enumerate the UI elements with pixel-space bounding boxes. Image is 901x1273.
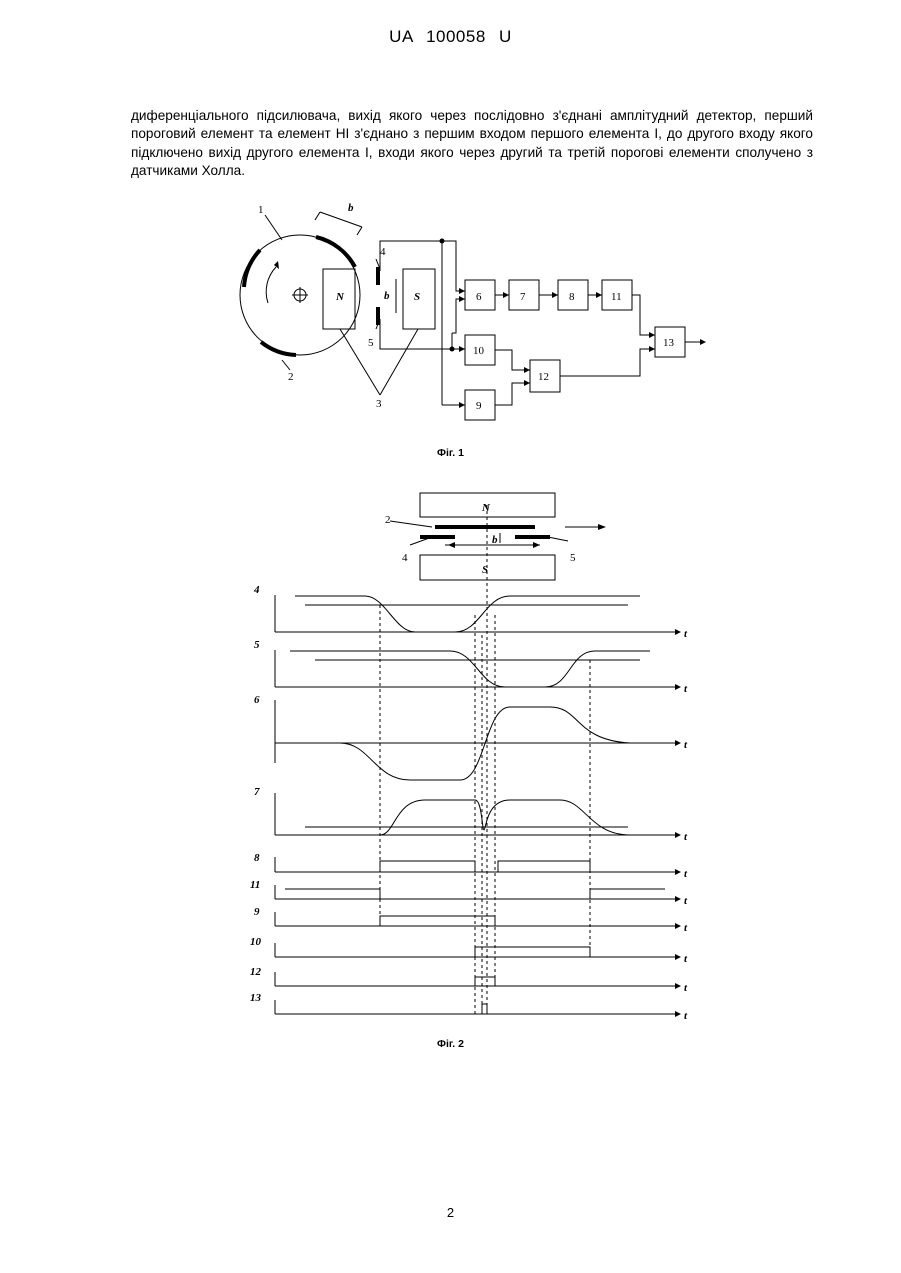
fig2-label-s: S [482,564,488,576]
axis-t: t [684,922,688,934]
figure-1-caption: Фіг. 1 [0,447,901,459]
axis-t: t [684,683,688,695]
disc-segment [316,237,355,267]
trace-label-7: 7 [254,786,260,798]
disc-segment [244,250,260,287]
label-4: 4 [380,246,386,258]
block-11: 11 [611,291,622,303]
fig2-label-n: N [481,502,491,514]
trace-label-8: 8 [254,852,260,864]
axis-t: t [684,831,688,843]
axis-t: t [684,953,688,965]
label-2: 2 [288,371,294,383]
trace-label-10: 10 [250,936,262,948]
label-b-top: b [348,202,354,214]
trace-label-4: 4 [253,584,260,596]
trace-label-6: 6 [254,694,260,706]
fig2-label-b: b [492,534,498,546]
trace-label-5: 5 [254,639,260,651]
body-paragraph: диференціального підсилювача, вихід яког… [131,107,813,181]
fig2-label-2: 2 [385,514,391,526]
axis-t: t [684,895,688,907]
label-1: 1 [258,204,264,216]
figure-1-diagram: 1 2 3 4 5 b b N S 6 7 8 11 10 9 12 13 [230,195,710,425]
figure-2-caption: Фіг. 2 [0,1038,901,1050]
block-13: 13 [663,337,675,349]
axis-t: t [684,1010,688,1022]
label-b-side: b [384,290,390,302]
trace-label-11: 11 [250,879,260,891]
document-header: UA 100058 U [0,27,901,47]
block-6: 6 [476,291,482,303]
block-10: 10 [473,345,485,357]
axis-t: t [684,982,688,994]
axis-t: t [684,868,688,880]
label-3: 3 [376,398,382,410]
axis-t: t [684,628,688,640]
figure-2-timing-diagram: N S 2 4 5 b 4 5 6 7 8 11 9 10 12 13 t t … [250,485,700,1025]
trace-label-12: 12 [250,966,262,978]
block-7: 7 [520,291,526,303]
block-8: 8 [569,291,575,303]
label-s: S [414,291,420,303]
trace-label-13: 13 [250,992,262,1004]
fig2-label-5: 5 [570,552,576,564]
block-12: 12 [538,371,549,383]
disc-segment [261,342,296,355]
label-n: N [335,291,345,303]
page-number: 2 [0,1205,901,1220]
block-9: 9 [476,400,482,412]
label-5: 5 [368,337,374,349]
axis-t: t [684,739,688,751]
fig2-label-4: 4 [402,552,408,564]
trace-label-9: 9 [254,906,260,918]
